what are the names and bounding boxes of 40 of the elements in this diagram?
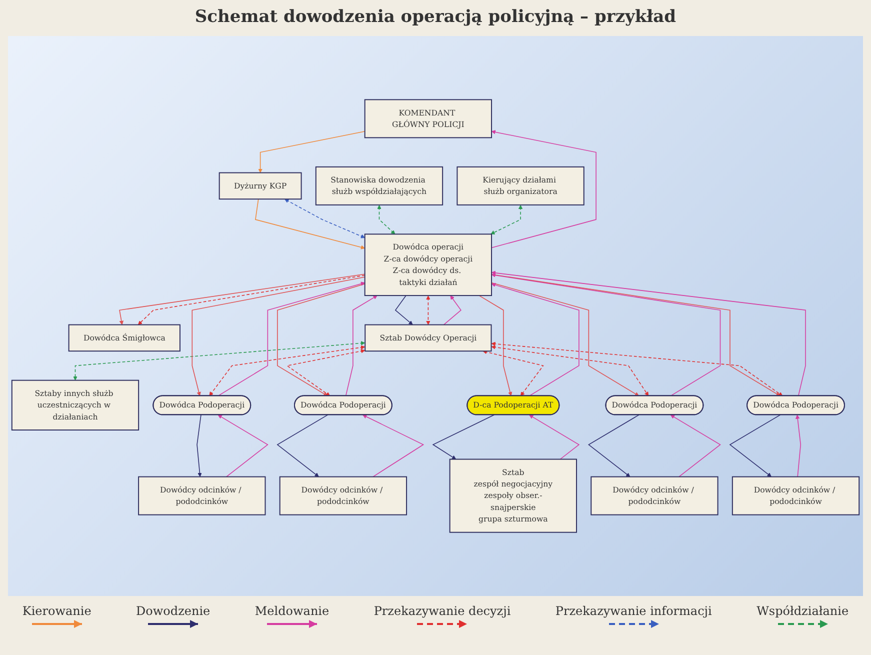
arrow bbox=[588, 414, 640, 477]
arrow bbox=[73, 341, 366, 380]
arrow bbox=[284, 198, 366, 238]
legend-label: Przekazywanie decyzji bbox=[374, 604, 511, 618]
legend-label: Przekazywanie informacji bbox=[555, 604, 712, 618]
arrow bbox=[286, 349, 366, 396]
arrow bbox=[491, 342, 783, 396]
legend-label: Meldowanie bbox=[254, 604, 330, 618]
arrow bbox=[258, 130, 366, 173]
arrow bbox=[443, 295, 462, 326]
arrow bbox=[491, 282, 640, 396]
arrow bbox=[196, 414, 202, 477]
arrow bbox=[729, 414, 781, 477]
arrow bbox=[426, 296, 430, 325]
arrow bbox=[277, 284, 366, 396]
arrow bbox=[345, 295, 378, 396]
legend-label: Kierowanie bbox=[22, 604, 92, 618]
arrow bbox=[218, 282, 366, 396]
arrow bbox=[482, 350, 544, 396]
arrow bbox=[192, 276, 366, 396]
arrow bbox=[478, 295, 512, 396]
legend-label: Współdziałanie bbox=[756, 604, 849, 618]
arrow bbox=[362, 414, 424, 478]
legend-label: Dowodzenie bbox=[136, 604, 210, 618]
arrow bbox=[218, 414, 268, 478]
arrow bbox=[491, 282, 580, 396]
arrow bbox=[394, 295, 413, 325]
diagram-title: Schemat dowodzenia operacją policyjną – przykład bbox=[194, 6, 678, 29]
arrow bbox=[255, 198, 366, 250]
arrow bbox=[670, 414, 721, 478]
arrow bbox=[490, 204, 523, 234]
arrow bbox=[491, 345, 649, 396]
arrow bbox=[209, 345, 366, 396]
arrow bbox=[796, 414, 802, 478]
arrow bbox=[276, 414, 328, 477]
arrow bbox=[529, 414, 580, 460]
arrow bbox=[491, 130, 596, 248]
arrow bbox=[491, 273, 721, 396]
arrow bbox=[377, 204, 396, 234]
arrow bbox=[432, 414, 495, 460]
